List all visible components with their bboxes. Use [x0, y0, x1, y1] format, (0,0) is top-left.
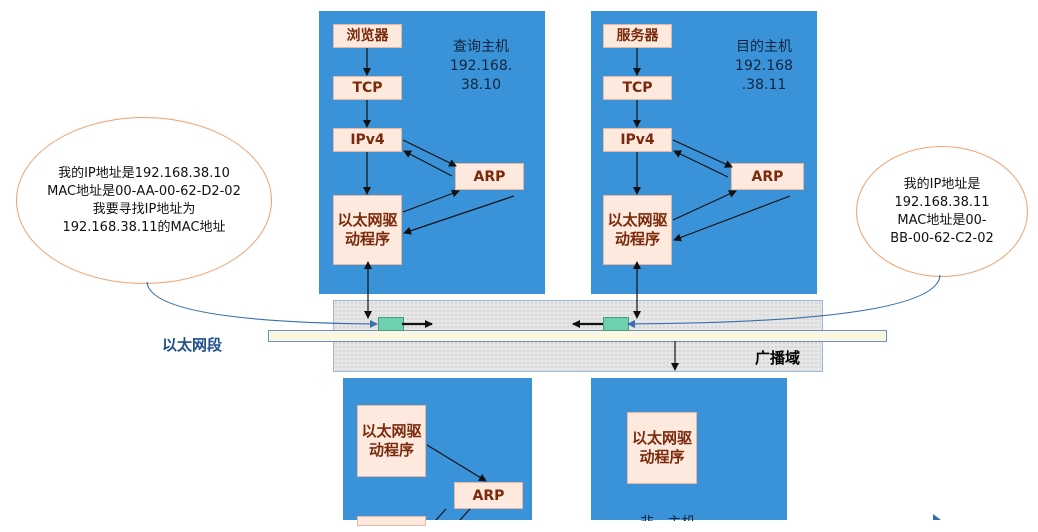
bubble-left-line1: 我的IP地址是192.168.38.10: [58, 165, 230, 181]
dest-host-ip-part1: 192.168: [735, 58, 793, 74]
ethernet-wire: [268, 330, 887, 342]
arrow-dest-driver-to-arp: [672, 190, 737, 221]
query-driver-box: 以太网驱动程序: [333, 195, 402, 265]
lower-left-driver-box: 以太网驱动程序: [357, 405, 426, 477]
arrow-ipv4-to-arp: [402, 139, 457, 167]
dest-host-label: 目的主机 192.168 .38.11: [719, 38, 809, 95]
browser-box: 浏览器: [333, 24, 402, 48]
dest-host-title: 目的主机: [736, 39, 792, 55]
bubble-right-line1: 我的IP地址是: [903, 176, 981, 192]
lower-right-partial-text: 非...主机: [640, 515, 696, 531]
right-edge-arrowhead: [933, 514, 941, 520]
bubble-right-line2: 192.168.38.11: [894, 194, 990, 210]
dest-driver-box: 以太网驱动程序: [603, 195, 672, 265]
right-bubble-connector: [627, 274, 941, 328]
lower-left-arp-down-1: [435, 508, 447, 520]
query-host-ip-part2: 38.10: [460, 77, 502, 93]
dest-host-ip-part2: .38.11: [741, 77, 787, 93]
query-arp-box: ARP: [455, 163, 524, 190]
query-host-label: 查询主机 192.168. 38.10: [436, 38, 526, 95]
left-bubble-connector: [146, 281, 378, 328]
lower-left-arp-box: ARP: [454, 482, 523, 509]
query-ipv4-box: IPv4: [333, 128, 402, 152]
arrow-dest-arp-to-driver: [673, 195, 791, 242]
arrow-dest-ipv4-to-arp: [672, 139, 733, 168]
query-host-ip-part1: 192.168.: [449, 58, 513, 74]
bubble-right-line3: MAC地址是00-: [897, 212, 987, 228]
lower-left-arp-down-2: [459, 508, 471, 520]
arrow-driver-to-arp: [402, 189, 460, 213]
query-host-title: 查询主机: [453, 39, 509, 55]
bubble-left-line2: MAC地址是00-AA-00-62-D2-02: [47, 183, 241, 199]
lower-left-driver-to-arp: [426, 444, 487, 482]
bubble-left-line3: 我要寻找IP地址为: [92, 201, 196, 217]
dest-arp-box: ARP: [731, 163, 804, 190]
broadcast-domain-label: 广播域: [755, 349, 801, 367]
dest-tcp-box: TCP: [603, 76, 672, 100]
arrow-arp-to-driver: [403, 195, 515, 235]
dest-host-speech-bubble: 我的IP地址是 192.168.38.11 MAC地址是00- BB-00-62…: [856, 146, 1028, 277]
bubble-right-line4: BB-00-62-C2-02: [890, 230, 994, 246]
arrow-arp-to-ipv4: [403, 150, 453, 177]
dest-ipv4-box: IPv4: [603, 128, 672, 152]
lower-right-driver-box: 以太网驱动程序: [627, 412, 697, 484]
server-box: 服务器: [603, 24, 672, 48]
arrows-layer: [146, 48, 941, 520]
query-host-speech-bubble: 我的IP地址是192.168.38.10 MAC地址是00-AA-00-62-D…: [16, 117, 272, 284]
arrow-dest-arp-to-ipv4: [673, 150, 729, 178]
ethernet-segment-label: 以太网段: [162, 336, 223, 354]
query-tcp-box: TCP: [333, 76, 402, 100]
bubble-left-line4: 192.168.38.11的MAC地址: [62, 219, 226, 235]
